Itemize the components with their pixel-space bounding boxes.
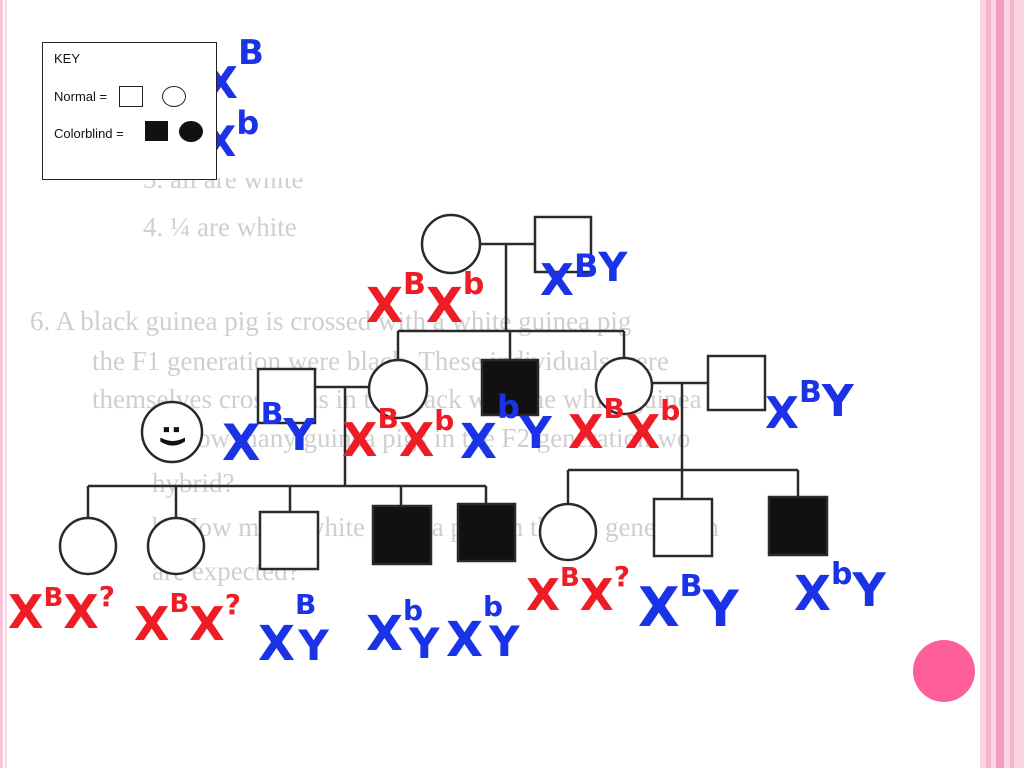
key-normal-label: Normal = <box>54 89 108 104</box>
gen3-daughter1-circle <box>58 516 118 576</box>
gen2-husband2-square <box>706 354 767 412</box>
gen3-son4-square <box>652 497 714 558</box>
genotype-gen2-daughter2: XBXb <box>568 392 680 459</box>
left-stripe-inner <box>5 0 7 768</box>
gen3-son3-square-affected <box>456 502 517 563</box>
genotype-labels: XBXb XBY XBY XBXb XbY XBXb XBY XBX? XBX?… <box>8 245 887 672</box>
genotype-gen3-son5: XbY <box>794 557 887 622</box>
smiley-face-circle: :) <box>140 400 204 464</box>
gen3-daughter2-circle <box>146 516 206 576</box>
worksheet-line: a. How many guinea pigs in the F2 genera… <box>152 423 691 453</box>
genotype-gen1-mother: XBXb <box>366 267 484 334</box>
genotype-gen2-husband2: XBY <box>765 375 855 439</box>
key-normal-male-square <box>119 86 143 107</box>
left-stripe <box>0 0 3 768</box>
gen2-husband1-square <box>256 367 317 425</box>
worksheet-line: b. How many white guinea pigs in the F2 … <box>152 512 719 542</box>
genotype-gen2-husband1: XBY <box>222 397 316 472</box>
right-stripe-1 <box>986 0 991 768</box>
genotype-gen1-father: XBY <box>540 245 628 306</box>
genotype-gen3-daughter1: XBX? <box>8 580 115 639</box>
genotype-gen3-daughter2: XBX? <box>134 588 241 651</box>
genotype-gen3-son4: XBY <box>638 569 740 639</box>
gen3-son1-square <box>258 510 320 571</box>
gen1-mother-circle <box>420 213 482 275</box>
right-stripe-3 <box>1010 0 1014 768</box>
worksheet-line: 3. all are white <box>143 178 304 194</box>
key-colorblind-female-circle <box>179 121 203 142</box>
pedigree-lines <box>86 242 800 518</box>
key-legend-box: KEY Normal = Colorblind = <box>42 42 217 180</box>
gen2-daughter1-circle <box>367 358 429 420</box>
accent-circle <box>913 640 975 702</box>
worksheet-line: 4. ¼ are white <box>143 212 297 242</box>
key-title: KEY <box>54 51 81 66</box>
right-stripe-2 <box>996 0 1004 768</box>
gen3-son5-square-affected <box>767 495 829 557</box>
smiley-face: :) <box>157 424 190 448</box>
gen2-daughter2-circle <box>594 356 654 416</box>
key-normal-female-circle <box>162 86 186 107</box>
genotype-gen2-son: XbY <box>460 388 553 470</box>
gen2-son-square-affected <box>480 358 540 417</box>
pedigree-individuals <box>58 213 829 576</box>
genotype-gen2-daughter1: XBXb <box>342 402 454 467</box>
gen3-son2-square-affected <box>371 504 433 566</box>
worksheet-line: hybrid? <box>152 468 235 498</box>
key-colorblind-male-square <box>145 121 168 141</box>
gen1-father-square <box>533 215 593 274</box>
key-colorblind-label: Colorblind = <box>54 126 124 141</box>
genotype-gen3-daughter3: XBX? <box>526 560 630 621</box>
gen3-daughter3-circle <box>538 502 598 562</box>
